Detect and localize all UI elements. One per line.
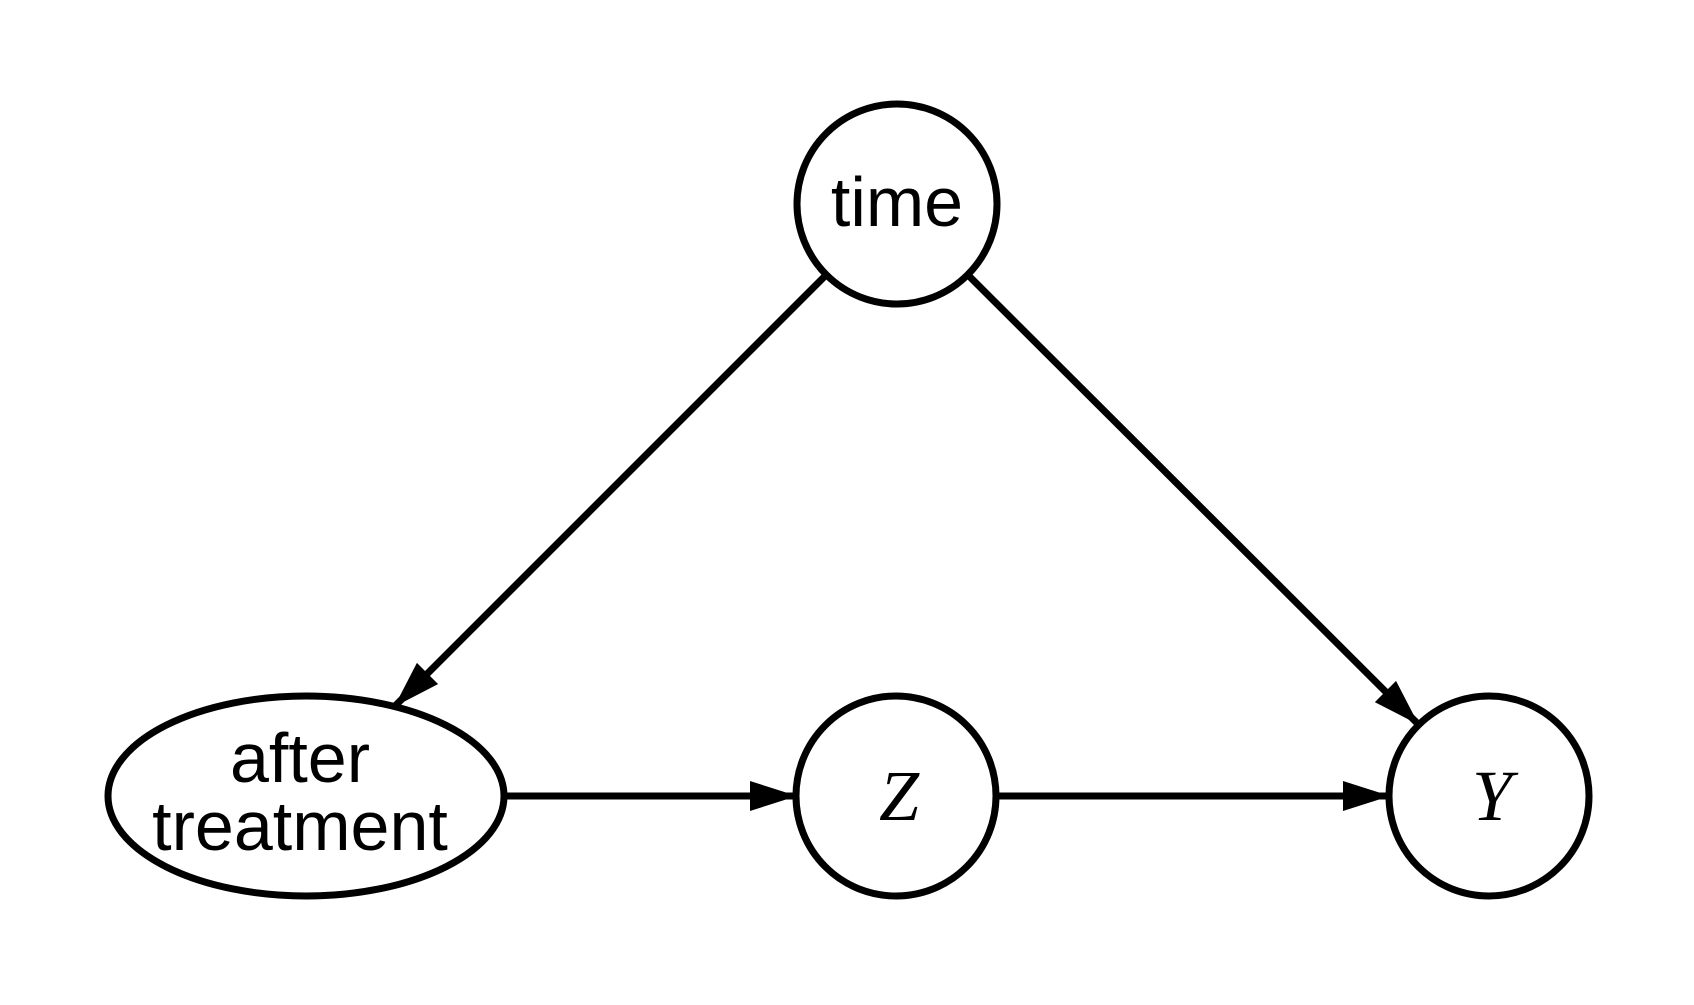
node-after-treatment-label-line2: treatment xyxy=(152,787,448,865)
node-after-treatment-label-line1: after xyxy=(230,719,370,797)
node-y-label: Y xyxy=(1472,756,1519,836)
edge-time-to-y xyxy=(965,272,1421,727)
node-y xyxy=(1385,692,1593,900)
node-time-label: time xyxy=(831,163,963,241)
node-z xyxy=(792,692,1000,900)
node-time xyxy=(793,100,1001,308)
edge-time-to-after-treatment xyxy=(392,272,829,709)
node-after-treatment xyxy=(104,692,508,900)
node-z-label: Z xyxy=(879,756,920,836)
